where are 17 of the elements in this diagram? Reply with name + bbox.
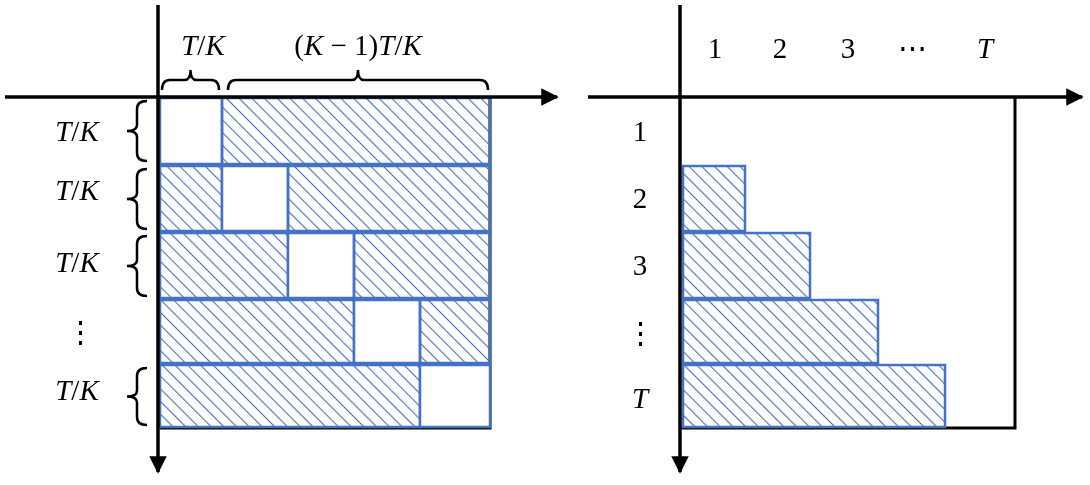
column-index: T bbox=[976, 33, 994, 63]
brace-label: (K − 1)T/K bbox=[294, 30, 422, 60]
ellipsis: ⋮ bbox=[65, 317, 95, 347]
brace-label: T/K bbox=[55, 375, 99, 405]
brace-label: T/K bbox=[55, 247, 99, 277]
ellipsis: ⋮ bbox=[625, 318, 655, 348]
row-index: 3 bbox=[632, 250, 648, 280]
row-index: 2 bbox=[632, 183, 648, 213]
row-index: T bbox=[631, 383, 649, 413]
brace-label: T/K bbox=[55, 116, 99, 146]
column-index: 1 bbox=[707, 33, 723, 63]
brace-label: T/K bbox=[181, 30, 225, 60]
row-index: 1 bbox=[632, 116, 648, 146]
column-index: ⋯ bbox=[897, 33, 927, 63]
column-index: 3 bbox=[840, 33, 856, 63]
column-index: 2 bbox=[772, 33, 788, 63]
brace-label: T/K bbox=[55, 175, 99, 205]
